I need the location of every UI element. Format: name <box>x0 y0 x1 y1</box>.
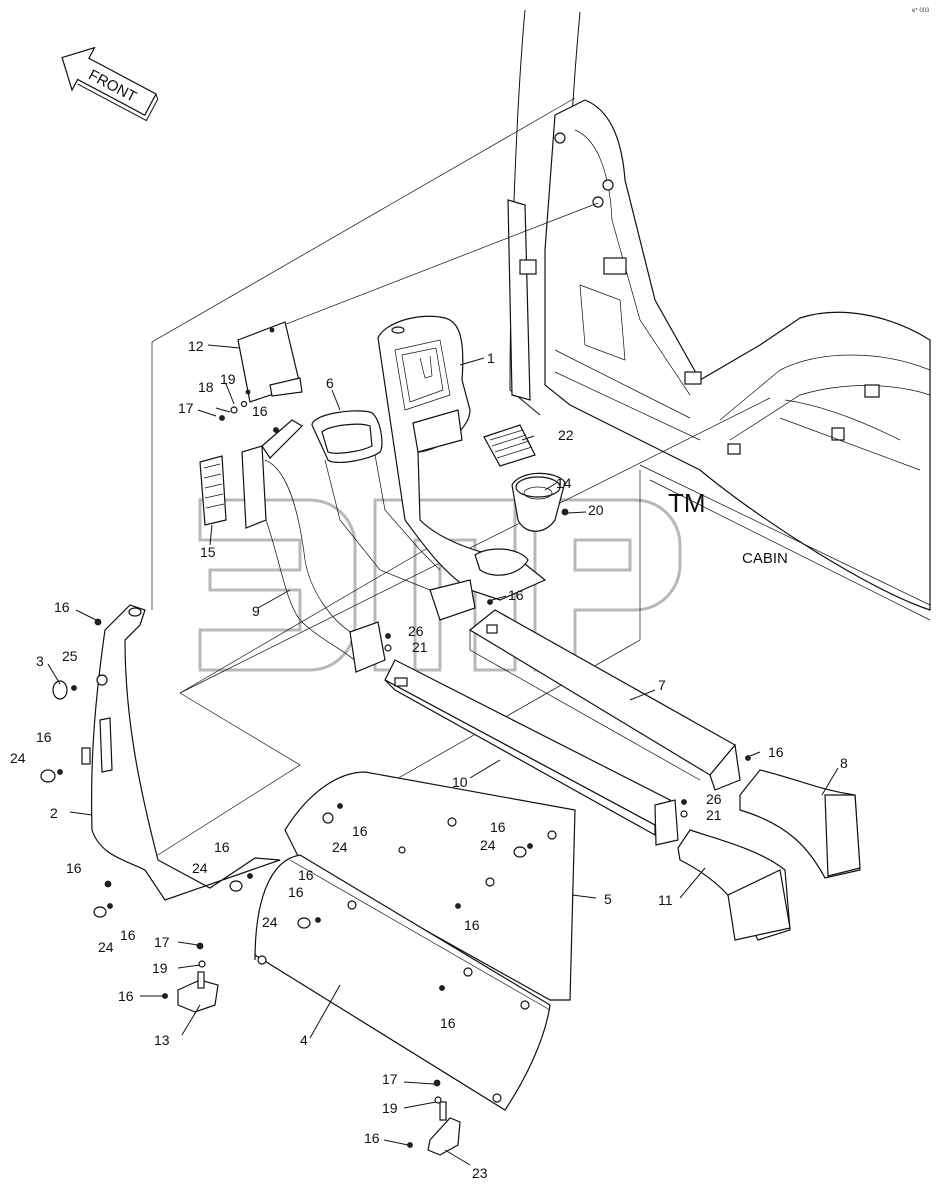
callout-16-h: 16 <box>214 839 230 855</box>
callout-24-f: 24 <box>98 939 114 955</box>
callout-16-m: 16 <box>118 988 134 1004</box>
callout-11: 11 <box>658 892 673 908</box>
part-22-grille <box>483 424 536 467</box>
part-5-center-panel <box>284 771 576 1001</box>
callout-21-a: 21 <box>412 639 428 655</box>
callout-17-a: 17 <box>178 400 194 416</box>
callout-6: 6 <box>326 375 334 391</box>
callout-16-d: 16 <box>36 729 52 745</box>
callout-18: 18 <box>198 379 214 395</box>
callout-16-f: 16 <box>352 823 368 839</box>
bracket-13 <box>177 971 219 1013</box>
callout-17-c: 17 <box>382 1071 398 1087</box>
cabin-label: CABIN <box>742 550 788 567</box>
part-8-duct <box>739 769 861 879</box>
part-14-cupholder <box>511 472 566 532</box>
part-2-side-panel <box>81 604 281 901</box>
callout-24-e: 24 <box>262 914 278 930</box>
part-9-15-duct <box>199 419 386 673</box>
callout-14: 14 <box>556 475 572 491</box>
leader-lines <box>47 344 839 1166</box>
callout-16-l: 16 <box>464 917 480 933</box>
callout-24-a: 24 <box>10 750 26 766</box>
callout-16-i: 16 <box>66 860 82 876</box>
callout-16-c: 16 <box>508 587 524 603</box>
callout-10: 10 <box>452 774 468 790</box>
watermark-tm: TM <box>668 488 706 518</box>
callout-4: 4 <box>300 1032 308 1048</box>
part-4-lower-panel <box>254 854 551 1111</box>
callout-16-j: 16 <box>288 884 304 900</box>
callout-24-d: 24 <box>192 860 208 876</box>
callout-16-g: 16 <box>490 819 506 835</box>
bracket-23 <box>427 1101 461 1156</box>
callout-16-b: 16 <box>54 599 70 615</box>
corner-mark: e* 003 <box>912 8 930 14</box>
callout-19-a: 19 <box>220 371 236 387</box>
callout-7: 7 <box>658 677 666 693</box>
callout-3: 3 <box>36 653 44 669</box>
part-10-duct <box>384 659 679 846</box>
callout-16-e: 16 <box>768 744 784 760</box>
part-7-duct <box>468 609 741 791</box>
callout-24-c: 24 <box>480 837 496 853</box>
callout-25: 25 <box>62 648 78 664</box>
part-6-vent <box>311 410 476 621</box>
callout-16-k: 16 <box>120 927 136 943</box>
fasteners <box>40 400 751 1148</box>
part-12-plate <box>237 321 303 403</box>
callout-21-b: 21 <box>706 807 722 823</box>
callout-9: 9 <box>252 603 260 619</box>
callout-2: 2 <box>50 805 58 821</box>
callout-24-b: 24 <box>332 839 348 855</box>
callout-19-b: 19 <box>152 960 168 976</box>
callout-17-b: 17 <box>154 934 170 950</box>
callout-13: 13 <box>154 1032 170 1048</box>
callout-20: 20 <box>588 502 604 518</box>
callout-22: 22 <box>558 427 574 443</box>
callout-16-p: 16 <box>298 867 314 883</box>
cabin-body: CABIN <box>507 9 931 621</box>
callout-15: 15 <box>200 544 216 560</box>
callout-23: 23 <box>472 1165 488 1181</box>
callout-16-n: 16 <box>440 1015 456 1031</box>
callout-5: 5 <box>604 891 612 907</box>
callout-12: 12 <box>188 338 204 354</box>
callout-16-o: 16 <box>364 1130 380 1146</box>
callout-1: 1 <box>487 350 495 366</box>
front-arrow: FRONT <box>61 46 159 122</box>
part-1-console <box>377 315 547 601</box>
callout-26-a: 26 <box>408 623 424 639</box>
callouts: 1 2 3 4 5 6 7 8 9 10 11 12 13 14 15 16 1… <box>10 338 848 1181</box>
callout-19-c: 19 <box>382 1100 398 1116</box>
part-11-duct <box>677 829 791 941</box>
callout-26-b: 26 <box>706 791 722 807</box>
callout-8: 8 <box>840 755 848 771</box>
watermark: TM <box>198 488 706 672</box>
callout-16-a: 16 <box>252 403 268 419</box>
